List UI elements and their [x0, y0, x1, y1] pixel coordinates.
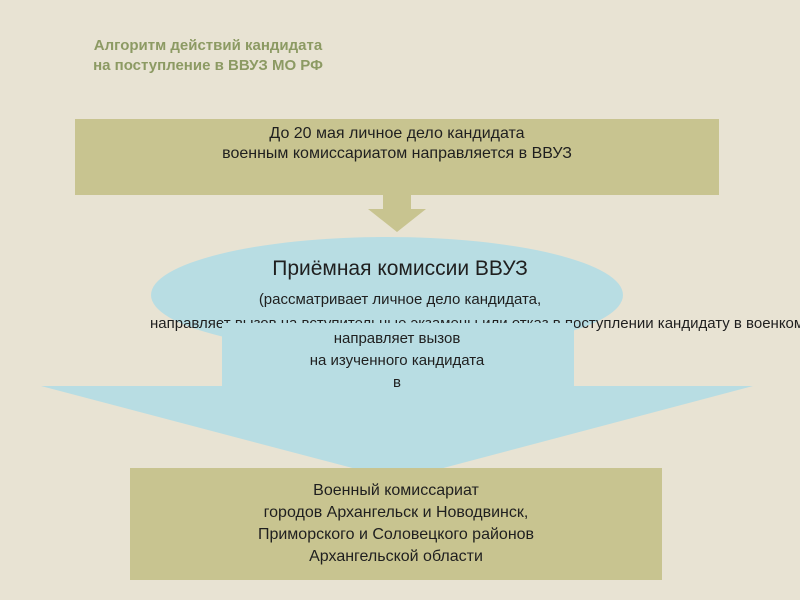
down-arrow-large [41, 300, 753, 480]
step-box-commissariat-line-2: городов Архангельск и Новодвинск, [263, 504, 529, 521]
arrow-caption-line-2: на изученного кандидата [309, 352, 485, 369]
title-line-2: на поступление в ВВУЗ МО РФ [93, 57, 323, 74]
down-arrow-small [368, 195, 426, 232]
step-box-dossier-line-2: военным комиссариатом направляется в ВВУ… [222, 145, 572, 162]
arrow-caption-line-1: направляет вызов [333, 330, 461, 347]
commission-heading: Приёмная комиссии ВВУЗ [272, 257, 528, 280]
step-box-commissariat-line-4: Архангельской области [309, 548, 483, 565]
step-box-dossier: До 20 мая личное дело кандидата военным … [75, 119, 719, 195]
arrow-shaft [222, 323, 574, 387]
arrow-caption-line-3: в [393, 374, 401, 391]
commission-description-line-1: (рассматривает личное дело кандидата, [258, 291, 542, 308]
step-box-commissariat-line-1: Военный комиссариат [313, 482, 479, 499]
step-box-commissariat-line-3: Приморского и Соловецкого районов [257, 526, 535, 543]
title-line-1: Алгоритм действий кандидата [93, 37, 323, 54]
arrow-caption: направляет вызов на изученного кандидата… [222, 328, 572, 394]
step-box-dossier-line-1: До 20 мая личное дело кандидата [269, 125, 525, 142]
step-box-commissariat: Военный комиссариат городов Архангельск … [130, 468, 662, 580]
slide-title: Алгоритм действий кандидата на поступлен… [58, 36, 358, 76]
